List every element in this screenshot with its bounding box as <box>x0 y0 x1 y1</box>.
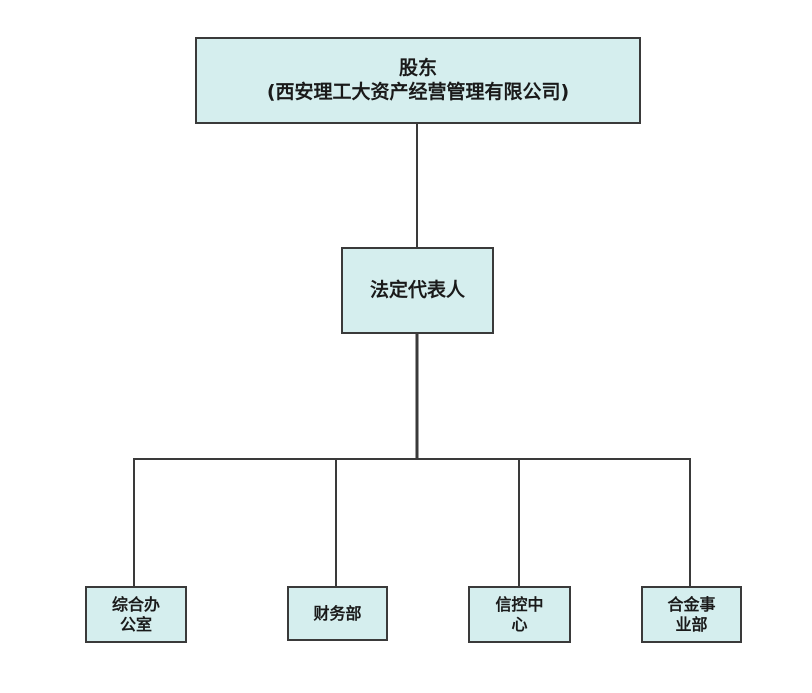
department-box-credit-control: 信控中 心 <box>468 586 571 643</box>
department-label-line1: 财务部 <box>313 603 362 623</box>
department-label-line1: 综合办 <box>111 594 160 614</box>
shareholder-box: 股东 (西安理工大资产经营管理有限公司) <box>195 37 641 124</box>
shareholder-name: (西安理工大资产经营管理有限公司) <box>266 80 570 103</box>
department-label-line1: 合金事 <box>667 594 716 614</box>
department-label-line2: 心 <box>511 614 528 634</box>
department-box-finance: 财务部 <box>287 586 388 641</box>
department-label-line1: 信控中 <box>495 594 544 614</box>
department-label-line2: 公室 <box>119 614 152 634</box>
shareholder-title: 股东 <box>398 56 437 79</box>
department-box-general-office: 综合办 公室 <box>85 586 187 643</box>
legal-representative-box: 法定代表人 <box>341 247 494 334</box>
department-label-line2: 业部 <box>675 614 708 634</box>
department-box-alloy-business: 合金事 业部 <box>641 586 742 643</box>
legal-representative-label: 法定代表人 <box>369 278 465 301</box>
